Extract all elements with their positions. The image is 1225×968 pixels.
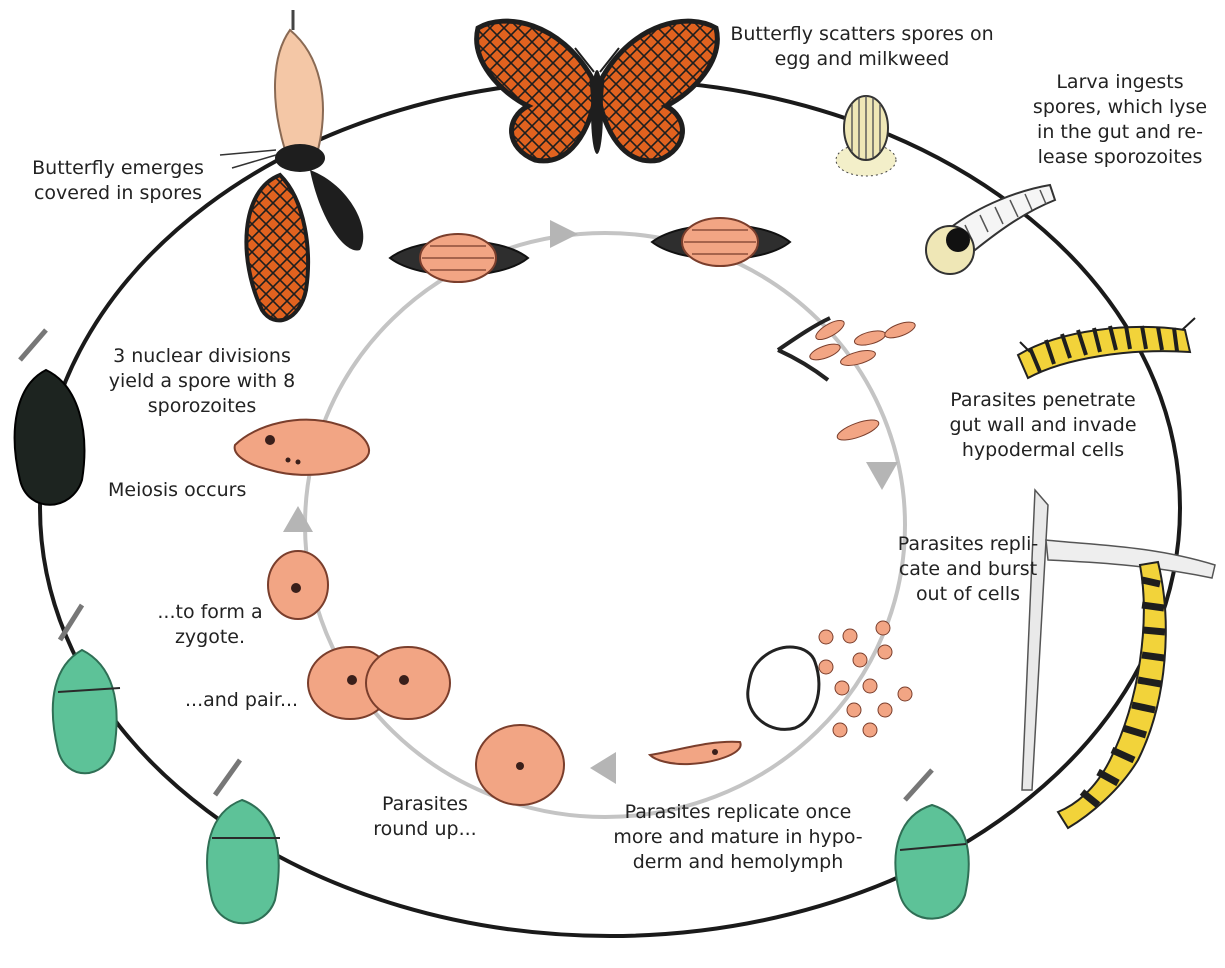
dark-chrysalis-icon: [15, 330, 85, 505]
spore-icon: [390, 234, 528, 282]
sporozoites-release: [778, 317, 917, 444]
emerging-butterfly-icon: [220, 10, 363, 320]
round-parasite: [476, 725, 564, 805]
label-meiosis: Meiosis occurs: [108, 478, 288, 503]
hatching-larva-icon: [926, 185, 1055, 274]
label-zygote: ...to form a zygote.: [140, 600, 280, 650]
label-round-up: Parasites round up...: [365, 792, 485, 842]
green-chrysalis-icon: [207, 760, 280, 923]
label-butterfly-emerges: Butterfly emerges covered in spores: [18, 156, 218, 206]
arrow-bottom-icon: [590, 752, 616, 784]
label-scatters-spores: Butterfly scatters spores on egg and mil…: [712, 22, 1012, 72]
arrow-right-icon: [866, 462, 898, 490]
label-pair: ...and pair...: [185, 688, 325, 713]
meiosis-cell: [235, 420, 369, 475]
label-penetrate: Parasites penetrate gut wall and invade …: [928, 388, 1158, 463]
arrow-top-icon: [550, 220, 578, 248]
parasite-lifecycle-ring: [305, 233, 905, 817]
spore-icon: [652, 218, 790, 266]
green-chrysalis-icon: [895, 770, 968, 919]
arrow-left-icon: [283, 506, 313, 532]
label-replicate-once: Parasites replicate once more and mature…: [598, 800, 878, 875]
label-nuclear-divisions: 3 nuclear divisions yield a spore with 8…: [92, 344, 312, 419]
replicated-parasites: [819, 621, 912, 737]
burst-cell: [748, 647, 819, 729]
label-burst: Parasites repli- cate and burst out of c…: [878, 532, 1058, 607]
egg-icon: [836, 96, 896, 176]
label-larva-ingests: Larva ingests spores, which lyse in the …: [1020, 70, 1220, 170]
monarch-butterfly-icon: [477, 21, 718, 161]
maturing-parasite: [650, 742, 741, 764]
paired-parasites: [308, 647, 450, 719]
caterpillar-icon: [1018, 318, 1195, 378]
